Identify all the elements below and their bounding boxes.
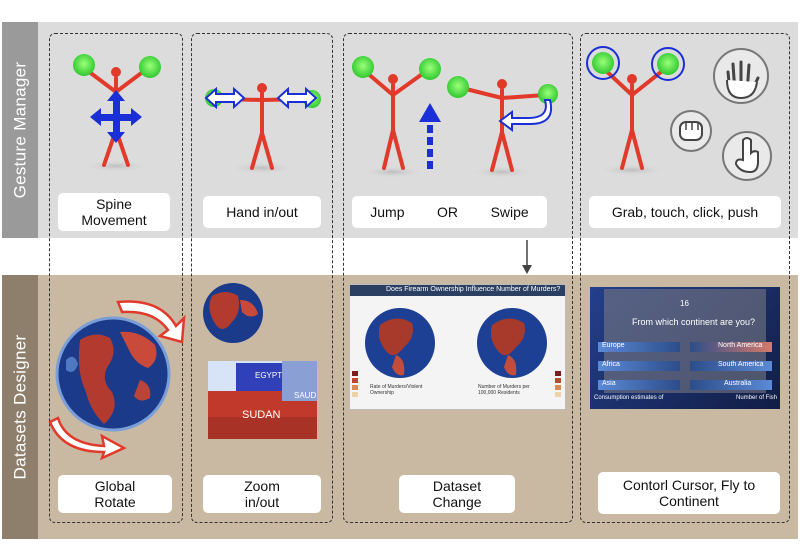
swipe-label: Swipe: [490, 203, 529, 220]
map-label-saudi: SAUD: [294, 391, 317, 400]
quiz-option-bar[interactable]: [690, 342, 772, 352]
fist-icon: [670, 110, 712, 152]
column-hand: [191, 33, 333, 523]
quiz-option-bar[interactable]: [598, 342, 680, 352]
rotate-arrow-top-icon: [116, 300, 186, 344]
quiz-footer-right: Number of Fish: [736, 395, 778, 401]
left-double-arrow-icon: [204, 86, 246, 110]
quiz-screenshot: 16 From which continent are you? Europe …: [590, 287, 780, 409]
quiz-option-bar[interactable]: [598, 361, 680, 371]
map-label-egypt: EGYPT: [255, 371, 283, 380]
jump-label: Jump: [370, 203, 405, 220]
hand-in-out-label: Hand in/out: [203, 196, 321, 228]
dataset-legend-right: Number of Murders per 100,000 Residents: [478, 384, 530, 396]
dataset-globes: [352, 308, 561, 397]
jump-figure: [352, 56, 441, 178]
rotating-globe: [55, 316, 171, 432]
open-hand-icon: [713, 48, 769, 104]
quiz-option-europe[interactable]: Europe: [602, 342, 625, 349]
spine-figure: [73, 54, 161, 172]
rotate-arrow-bottom-icon: [48, 416, 127, 461]
four-way-arrow-icon: [90, 90, 142, 143]
dataset-screenshot: Does Firearm Ownership Influence Number …: [349, 284, 566, 410]
grab-touch-label: Grab, touch, click, push: [589, 196, 781, 228]
up-arrow-icon: [419, 103, 441, 169]
grab-figure: [586, 46, 685, 176]
small-globe: [203, 283, 263, 343]
quiz-option-north-america[interactable]: North America: [718, 342, 763, 349]
quiz-question: From which continent are you?: [632, 317, 756, 327]
dataset-legend-left: Rate of Murders/Violent Ownership: [370, 384, 423, 396]
quiz-option-africa[interactable]: Africa: [602, 361, 620, 368]
quiz-option-south-america[interactable]: South America: [718, 361, 764, 368]
quiz-footer-left: Consumption estimates of: [594, 395, 664, 401]
zoomed-map: EGYPT SUDAN SAUD: [208, 361, 317, 439]
swipe-figure: [447, 76, 558, 178]
jump-or-swipe-label: Jump OR Swipe: [352, 196, 547, 228]
column-jump-swipe: [343, 33, 573, 523]
quiz-option-bar[interactable]: [690, 380, 772, 390]
quiz-option-bar[interactable]: [690, 361, 772, 371]
pointing-hand-icon: [722, 131, 772, 181]
quiz-option-asia[interactable]: Asia: [602, 380, 616, 387]
swipe-arrow-icon: [498, 99, 552, 132]
dataset-title: Does Firearm Ownership Influence Number …: [386, 286, 561, 293]
quiz-option-bar[interactable]: [598, 380, 680, 390]
column-grab: [580, 33, 790, 523]
quiz-option-australia[interactable]: Australia: [724, 380, 752, 387]
datasets-designer-header: Datasets Designer: [2, 275, 38, 539]
right-double-arrow-icon: [276, 86, 318, 110]
or-label: OR: [437, 203, 459, 220]
quiz-number: 16: [680, 299, 689, 308]
gesture-manager-header: Gesture Manager: [2, 22, 38, 238]
column-spine: [49, 33, 183, 523]
connector-arrow: [522, 240, 532, 274]
map-label-sudan: SUDAN: [242, 409, 281, 421]
